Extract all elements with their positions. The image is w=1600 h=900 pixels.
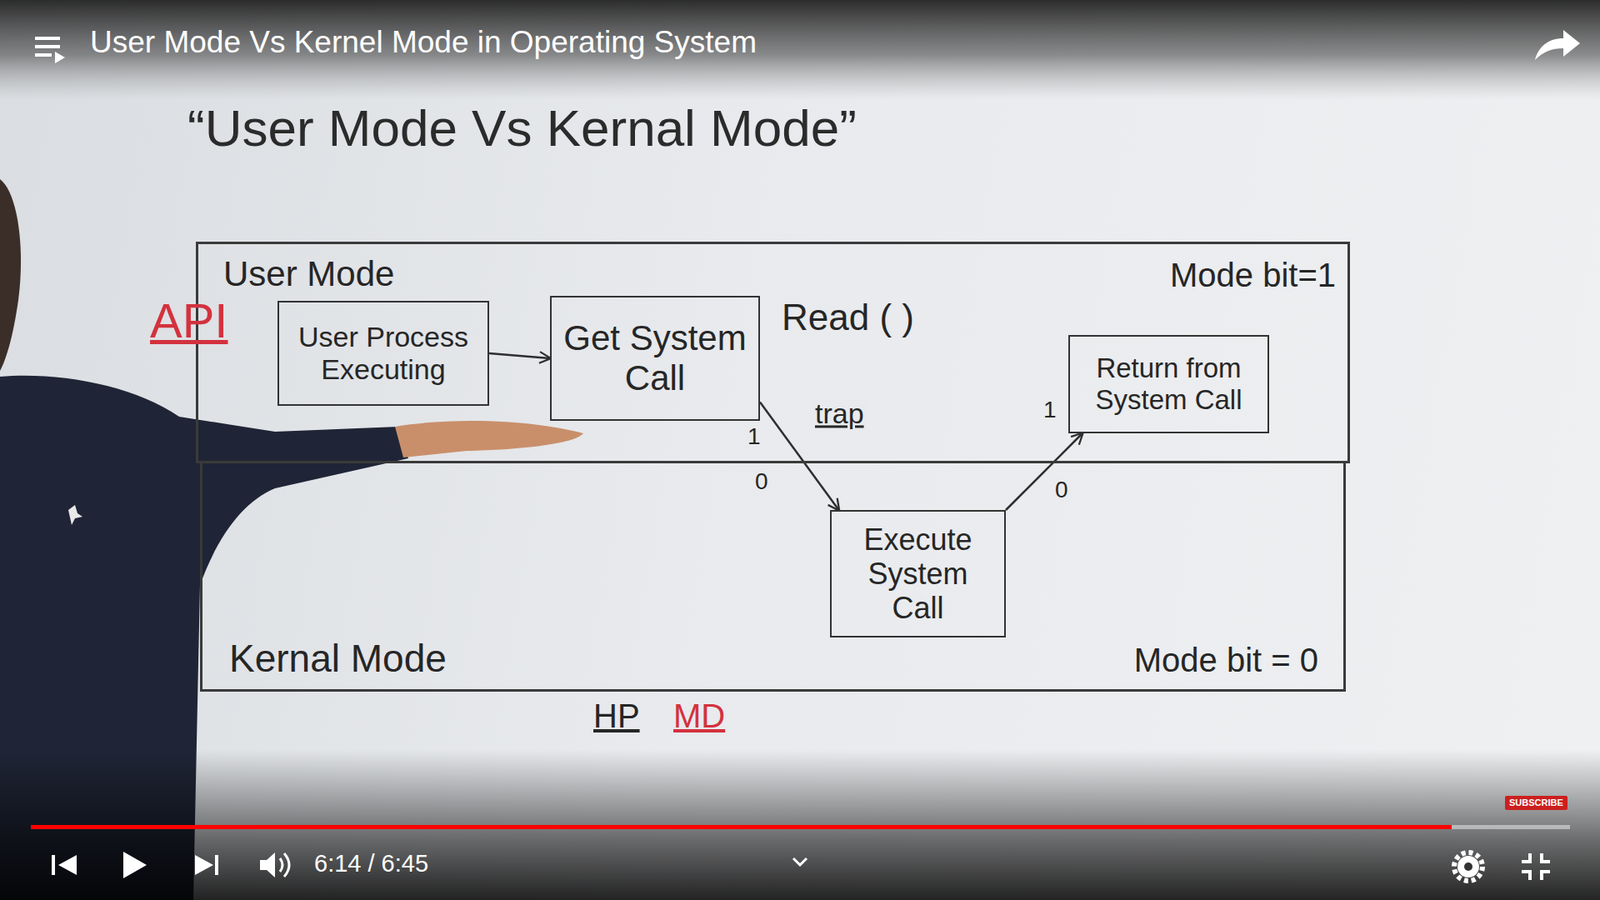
chevron-icon	[793, 858, 807, 865]
mode-bit-value: 1	[747, 423, 761, 450]
mode-bit-value: 1	[1043, 396, 1057, 424]
mode-bit-label: Mode bit = 0	[1134, 640, 1319, 680]
presenter-beard	[0, 179, 21, 371]
box-label: Get System Call	[558, 318, 752, 400]
board-note: MD	[673, 696, 725, 735]
settings-gear	[1454, 852, 1483, 881]
board-note: HP	[593, 696, 640, 735]
api-note: API	[150, 293, 229, 350]
share-icon	[1535, 30, 1580, 60]
mode-bit-value: 0	[755, 468, 769, 495]
bottom-shade	[0, 750, 1600, 900]
play-button	[123, 851, 147, 879]
sweater-logo	[68, 505, 83, 525]
video-title: User Mode Vs Kernel Mode in Operating Sy…	[90, 25, 757, 61]
next-button	[195, 855, 219, 875]
volume-icon	[260, 852, 290, 878]
region-label: Kernal Mode	[229, 636, 447, 681]
previous-button	[51, 855, 77, 875]
progress-track	[30, 825, 1570, 830]
progress-played	[30, 825, 1452, 830]
board-heading: “User Mode Vs Kernal Mode”	[187, 98, 857, 158]
region-label: User Mode	[223, 254, 395, 295]
process-box: User Process Executing	[277, 300, 490, 406]
time-counter: 6:14 / 6:45	[314, 850, 429, 878]
presenter-hand	[395, 420, 584, 458]
user-mode-region: User Mode Mode bit=1User Process Executin…	[195, 241, 1350, 464]
process-box: Get System Call	[550, 295, 760, 421]
exit-fullscreen-icon	[1521, 853, 1550, 880]
subscribe-badge: SUBSCRIBE	[1505, 795, 1568, 810]
box-label: User Process Executing	[285, 320, 481, 386]
flow-arrow	[489, 353, 550, 359]
mode-bit-label: Mode bit=1	[1170, 255, 1336, 295]
process-box: Return from System Call	[1068, 335, 1270, 434]
edge-label: trap	[811, 398, 868, 431]
box-label: Execute System Call	[838, 522, 998, 626]
function-name: Read ( )	[781, 296, 915, 340]
playlist-icon	[35, 36, 65, 64]
process-box: Execute System Call	[830, 510, 1006, 638]
mode-bit-value: 0	[1055, 476, 1069, 504]
flow-arrow	[1005, 433, 1083, 510]
top-shade	[0, 0, 1600, 100]
kernel-mode-region: Kernal Mode Mode bit = 0 Execute System Ca…	[200, 460, 1346, 692]
box-label: Return from System Call	[1076, 352, 1261, 416]
